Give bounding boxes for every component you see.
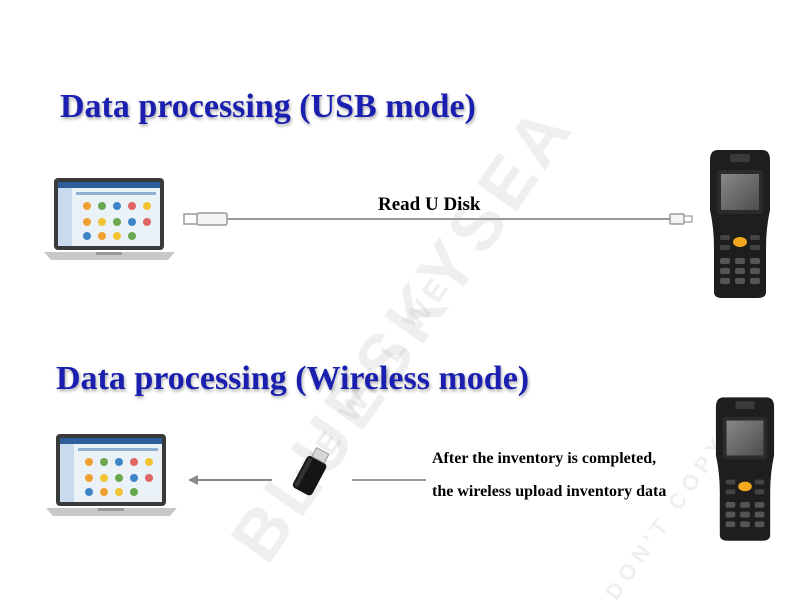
read-u-disk-label: Read U Disk xyxy=(378,194,481,215)
wireless-caption-line-2: the wireless upload inventory data xyxy=(432,483,667,500)
arrow-left-icon xyxy=(188,475,272,485)
wireless-caption-line-1: After the inventory is completed, xyxy=(432,450,657,467)
laptop-icon xyxy=(44,178,175,260)
laptop-icon xyxy=(46,434,177,516)
wireless-mode-title: Data processing (Wireless mode) xyxy=(56,360,530,397)
usb-wireless-receiver-icon xyxy=(292,446,330,496)
handheld-terminal-icon xyxy=(715,397,775,541)
usb-mode-title: Data processing (USB mode) xyxy=(60,88,476,125)
usb-plug-icon xyxy=(183,212,228,226)
wireless-link-line xyxy=(352,479,426,481)
handheld-terminal-icon xyxy=(710,150,770,298)
usb-cable xyxy=(183,212,693,226)
